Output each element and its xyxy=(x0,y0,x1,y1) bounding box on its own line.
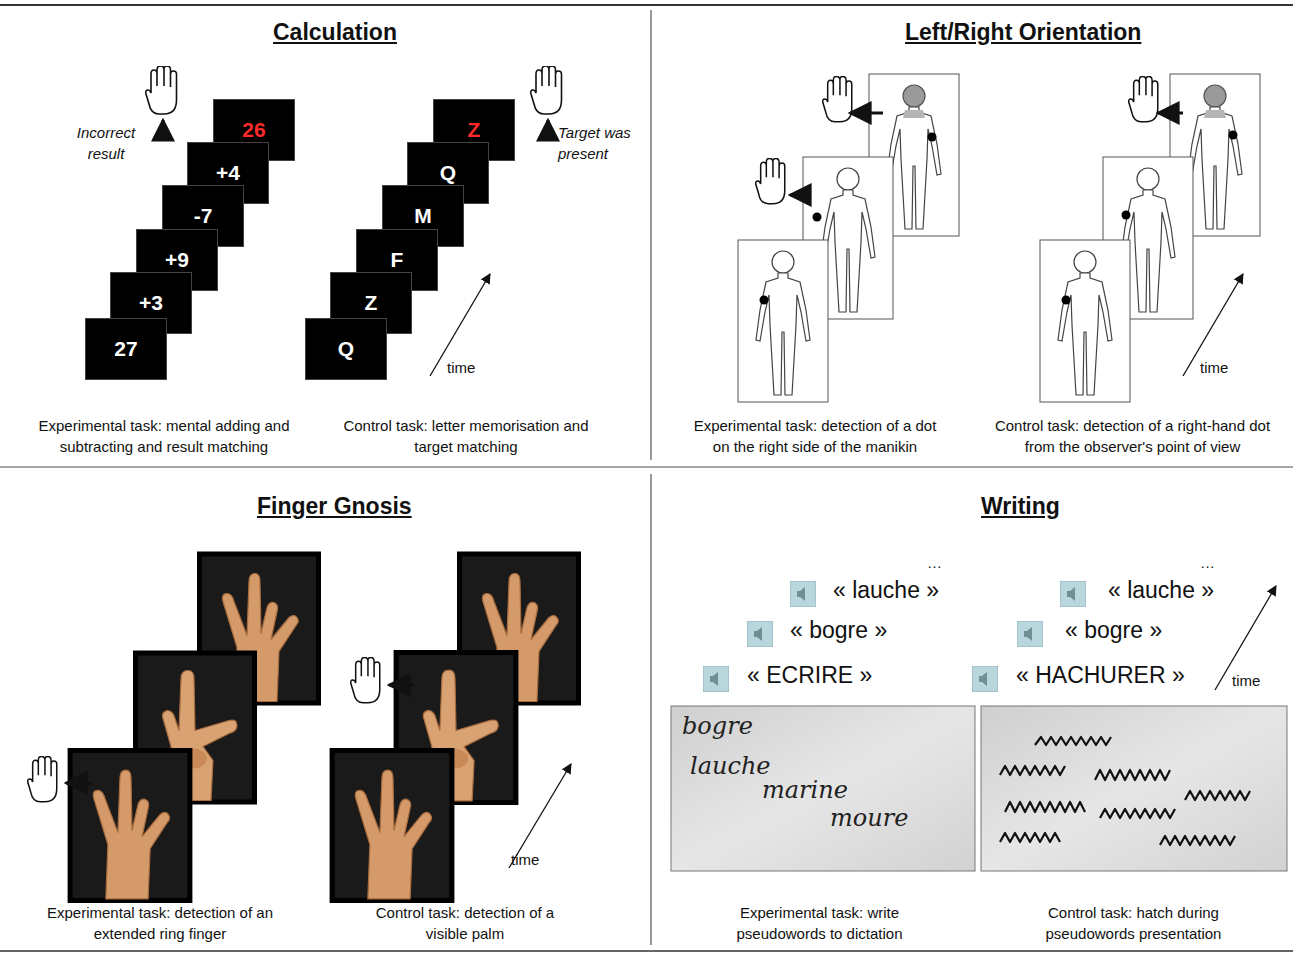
handwriting: lauche xyxy=(690,756,771,777)
panel-title: Calculation xyxy=(273,22,397,43)
time-label: time xyxy=(511,849,539,870)
task-caption: Experimental task: write pseudowords to … xyxy=(722,902,917,944)
pseudoword: « lauche » xyxy=(833,580,939,601)
task-caption: Control task: letter memorisation and ta… xyxy=(341,415,591,457)
card-text: M xyxy=(414,204,432,228)
ellipsis: … xyxy=(1200,552,1215,573)
card-text: +3 xyxy=(139,291,163,315)
time-label: time xyxy=(1200,357,1228,378)
card-text: 26 xyxy=(242,118,265,142)
number-card: 27 xyxy=(85,318,167,380)
panel-title: Finger Gnosis xyxy=(257,496,412,517)
note-text: Incorrect result xyxy=(66,122,146,164)
task-caption: Experimental task: detection of a dot on… xyxy=(690,415,940,457)
card-text: F xyxy=(391,248,404,272)
card-text: Z xyxy=(468,118,481,142)
task-caption: Control task: hatch during pseudowords p… xyxy=(1031,902,1236,944)
ellipsis: … xyxy=(927,552,942,573)
card-text: Q xyxy=(440,161,456,185)
pseudoword: « bogre » xyxy=(790,620,887,641)
task-caption: Control task: detection of a right-hand … xyxy=(990,415,1275,457)
handwriting: marine xyxy=(762,780,848,801)
number-card: Q xyxy=(305,318,387,380)
task-caption: Experimental task: mental adding and sub… xyxy=(4,415,324,457)
pseudoword: « ECRIRE » xyxy=(747,665,872,686)
panel-title: Writing xyxy=(981,496,1060,517)
time-label: time xyxy=(447,357,475,378)
panel-title: Left/Right Orientation xyxy=(905,22,1141,43)
card-text: 27 xyxy=(114,337,137,361)
task-caption: Control task: detection of a visible pal… xyxy=(375,902,555,944)
time-label: time xyxy=(1232,670,1260,691)
pseudoword: « lauche » xyxy=(1108,580,1214,601)
card-text: Q xyxy=(338,337,354,361)
card-text: Z xyxy=(365,291,378,315)
pseudoword: « bogre » xyxy=(1065,620,1162,641)
note-text: Target was present xyxy=(558,122,653,164)
handwriting: bogre xyxy=(682,716,753,737)
card-text: -7 xyxy=(194,204,213,228)
task-caption: Experimental task: detection of an exten… xyxy=(44,902,276,944)
handwriting: moure xyxy=(830,808,908,829)
card-text: +4 xyxy=(216,161,240,185)
card-text: +9 xyxy=(165,248,189,272)
pseudoword: « HACHURER » xyxy=(1016,665,1185,686)
